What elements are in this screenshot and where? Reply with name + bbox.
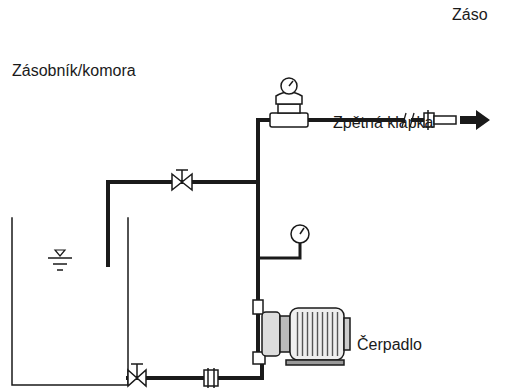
edge-label: Záso [452, 6, 488, 24]
check-valve-label: Zpětná klapka [333, 114, 434, 132]
pump-label: Čerpadlo [357, 336, 422, 354]
tank-label: Zásobník/komora [12, 62, 136, 80]
